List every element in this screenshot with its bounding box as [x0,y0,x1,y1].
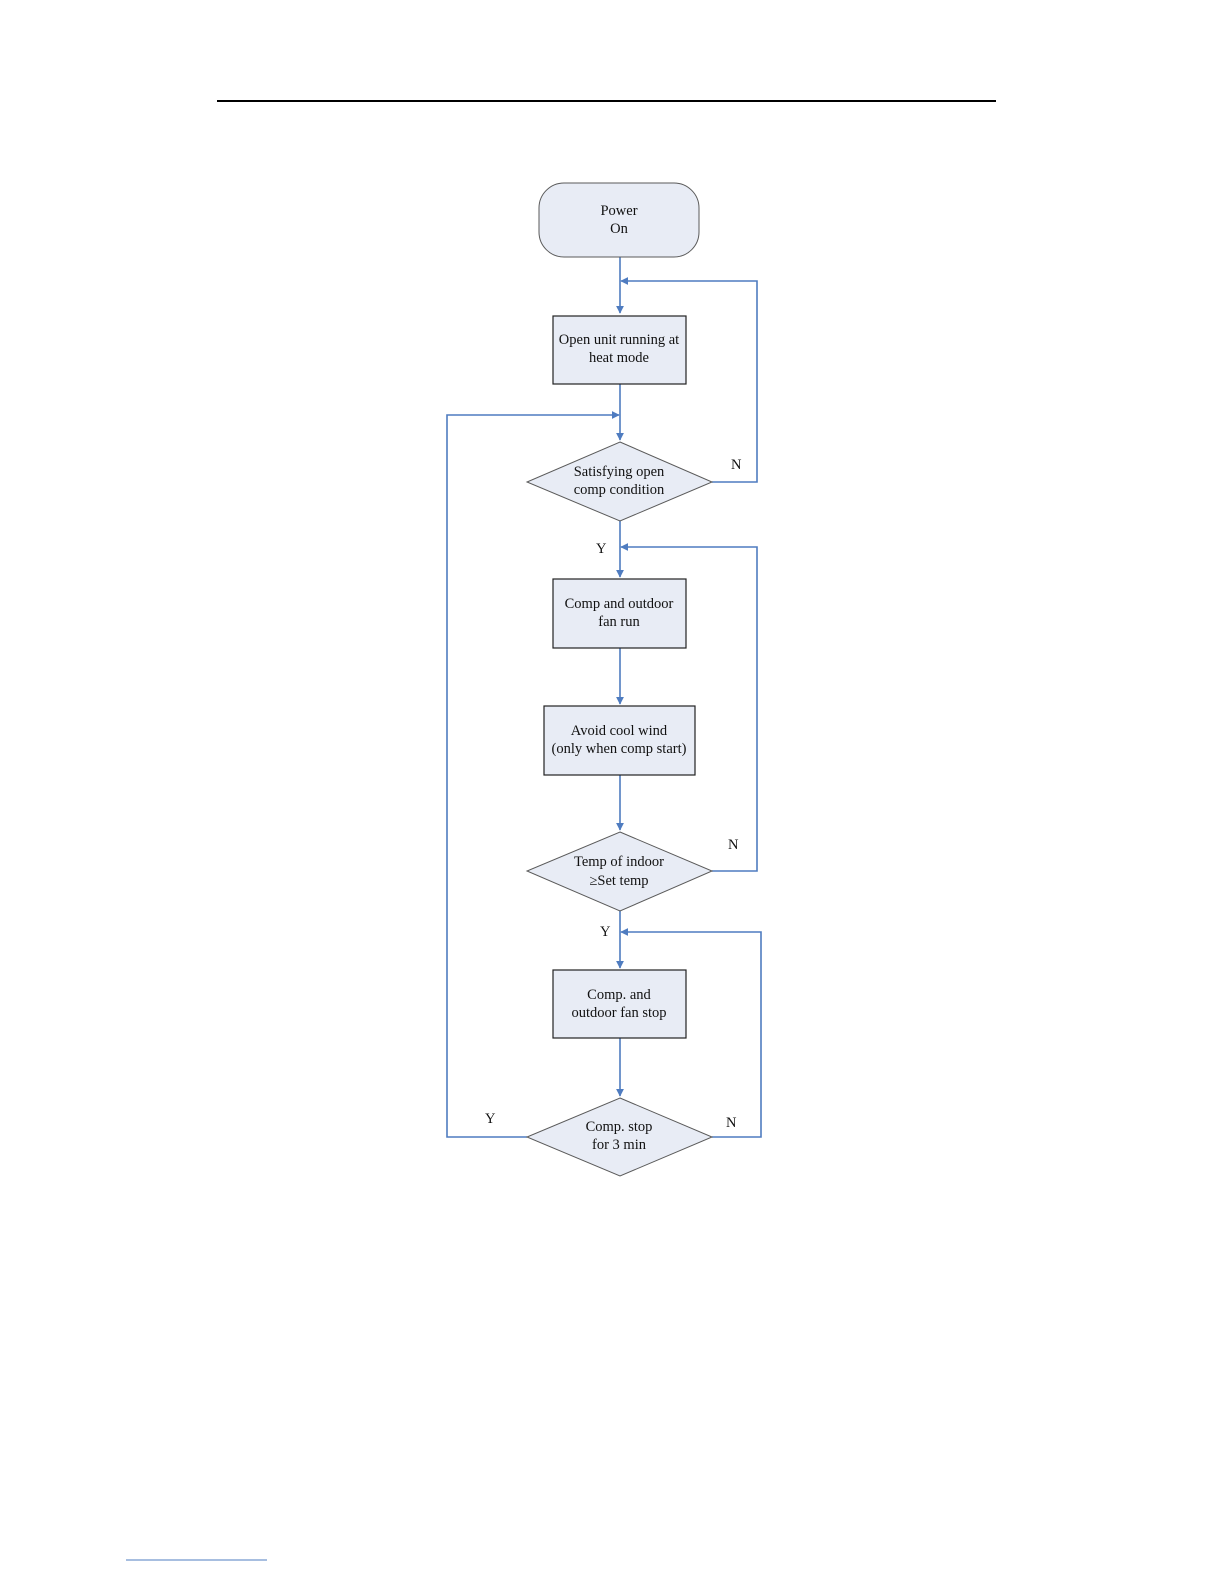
node-power-on: Power On [539,183,699,257]
node-label: heat mode [589,350,649,366]
edge-label-temp-no: N [728,837,739,853]
node-label: Comp and outdoor [565,596,674,612]
node-label: Temp of indoor [574,854,664,870]
node-label: Satisfying open [574,464,665,480]
decision-diamond [527,832,712,911]
node-label: Power [600,203,637,219]
node-label: Open unit running at [559,332,679,348]
edge-label-satisfying-no: N [731,457,742,473]
node-label: On [610,221,628,237]
node-label: Comp. and [587,987,651,1003]
node-label: fan run [598,614,640,630]
node-label: Avoid cool wind [571,723,668,739]
node-label: outdoor fan stop [571,1005,666,1021]
node-satisfying-condition: Satisfying open comp condition [527,442,712,521]
node-label: for 3 min [592,1137,647,1153]
process-box [553,970,686,1038]
edge-label-temp-yes: Y [600,924,611,940]
terminator-shape [539,183,699,257]
node-comp-stop-3min: Comp. stop for 3 min [527,1098,712,1176]
edge-label-stop3-yes: Y [485,1111,496,1127]
node-label: ≥Set temp [589,873,648,889]
edge-label-stop3-no: N [726,1115,737,1131]
node-label: comp condition [574,482,665,498]
edge-label-satisfying-yes: Y [596,541,607,557]
node-comp-fan-stop: Comp. and outdoor fan stop [553,970,686,1038]
node-label: Comp. stop [586,1119,653,1135]
node-avoid-cool-wind: Avoid cool wind (only when comp start) [544,706,695,775]
node-comp-fan-run: Comp and outdoor fan run [553,579,686,648]
node-temp-indoor: Temp of indoor ≥Set temp [527,832,712,911]
node-open-unit: Open unit running at heat mode [553,316,686,384]
node-label: (only when comp start) [552,741,687,757]
